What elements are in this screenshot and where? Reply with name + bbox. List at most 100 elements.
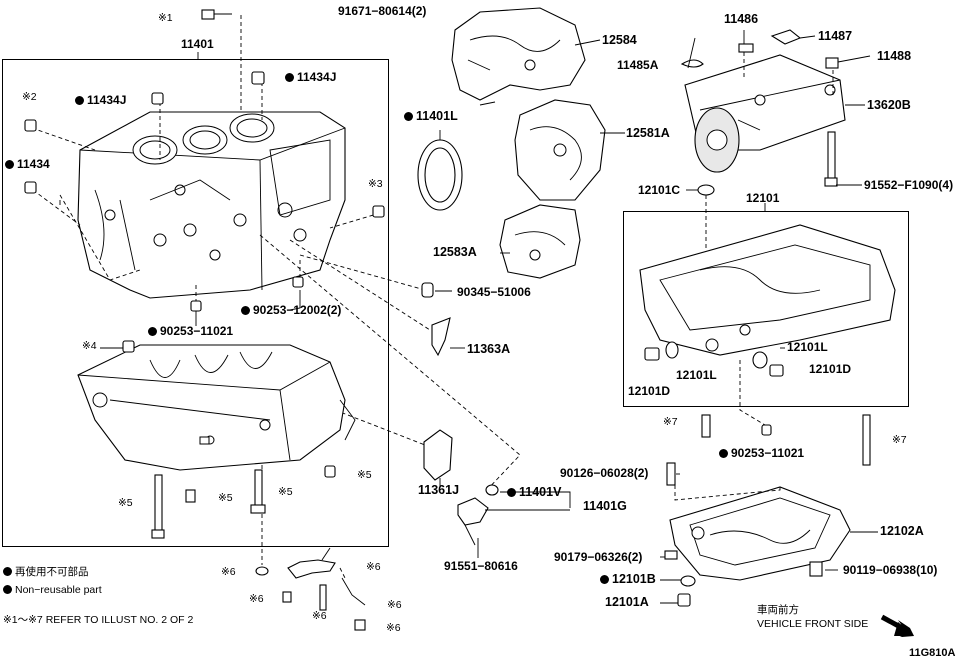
frame-label-12101: 12101 [746,191,780,205]
frame-label-11401: 11401 [181,37,214,51]
timing-cover-12581A [514,99,606,201]
part-11363A: 11363A [467,342,511,356]
part-13620B: 13620B [867,98,911,112]
part-11361J: 11361J [418,483,460,497]
part-91551: 91551−80616 [444,559,518,573]
part-note5-b: ※5 [218,492,233,504]
cylinder-block-frame [2,59,389,547]
part-12101A: 12101A [605,595,649,609]
non-reusable-dot [5,160,14,169]
non-reusable-dot [241,306,250,315]
part-12101L-a: 12101L [787,340,828,354]
part-11485A: 11485A [617,58,659,72]
part-note7-b: ※7 [892,434,907,446]
part-90126: 90126−06028(2) [560,466,649,480]
balancer-small-parts [680,29,839,187]
stud-90126 [666,462,676,486]
part-12101L-b: 12101L [676,368,717,382]
non-reusable-dot [285,73,294,82]
vehicle-front-en: VEHICLE FRONT SIDE [757,618,869,630]
sensor-11401G [457,497,489,526]
part-12101B: 12101B [600,573,656,586]
plug-90345 [421,282,434,298]
bolt-90119 [809,561,823,577]
part-12581A: 12581A [626,126,670,140]
part-note5-a: ※5 [357,469,372,481]
part-90253-12002: 90253−12002(2) [241,304,341,317]
non-reusable-dot [148,327,157,336]
part-11401G: 11401G [583,499,627,513]
o-ring-11401V [485,484,499,496]
part-12101D-a: 12101D [809,362,852,376]
part-11434: 11434 [5,158,50,171]
part-note6-e: ※6 [312,610,327,622]
plug-90253-b [761,424,772,436]
gasket-12101B [680,575,696,587]
part-90253-11021-a: 90253−11021 [148,325,233,338]
oil-pan-frame [623,211,909,407]
non-reusable-dot [600,575,609,584]
part-11401V: 11401V [507,486,561,499]
part-12102A: 12102A [880,524,924,538]
part-note7-a: ※7 [663,416,678,428]
part-90253-11021-b: 90253−11021 [719,447,804,460]
oil-pan-upper-illustration [639,224,896,356]
part-note6-f: ※6 [386,622,401,634]
part-90119: 90119−06938(10) [843,563,938,577]
part-note6-a: ※6 [221,566,236,578]
part-11487: 11487 [818,29,853,43]
part-note6-b: ※6 [366,561,381,573]
part-note2: ※2 [22,91,37,103]
nut-90179 [664,550,678,560]
cylinder-block-illustration [77,111,346,299]
legend-non-reusable-en: Non−reusable part [3,584,102,597]
oil-pan-lower-illustration [669,486,851,581]
bracket-11363A [431,317,451,357]
non-reusable-dot [719,449,728,458]
plug-12101A [677,593,691,607]
balance-shaft-illustration [684,54,846,173]
part-note1: ※1 [158,12,173,24]
non-reusable-dot [404,112,413,121]
part-12583A: 12583A [433,245,477,259]
part-90345: 90345−51006 [457,285,531,299]
part-12101C: 12101C [638,183,681,197]
note6-parts [255,547,366,631]
part-note5-d: ※5 [118,497,133,509]
timing-cover-12583A [499,204,581,279]
oil-seal-illustration [417,139,463,211]
timing-cover-12584 [451,7,586,101]
bolt-7b [862,414,871,466]
crankcase-illustration [77,344,356,471]
part-11401L: 11401L [404,110,458,123]
part-11434J-left: 11434J [75,94,126,107]
legend-non-reusable-jp: 再使用不可部品 [3,566,89,579]
bolts [151,9,266,539]
drain-plugs [644,341,784,377]
part-note5-c: ※5 [278,486,293,498]
vehicle-front-jp: 車両前方 [757,604,799,616]
non-reusable-dot [507,488,516,497]
non-reusable-dot [75,96,84,105]
diagram-id: 11G810A [909,647,956,659]
part-12101D-b: 12101D [628,384,671,398]
part-91552: 91552−F1090(4) [864,178,954,192]
o-ring-illustration [697,184,715,196]
dowel-pins [24,71,385,478]
part-12584: 12584 [602,33,637,47]
part-note6-d: ※6 [387,599,402,611]
cover-11361J [423,429,453,481]
non-reusable-dot [3,567,12,576]
non-reusable-dot [3,585,12,594]
part-11488: 11488 [877,49,912,63]
legend-refer-note: ※1〜※7 REFER TO ILLUST NO. 2 OF 2 [3,614,194,626]
part-note6-c: ※6 [249,593,264,605]
part-90179: 90179−06326(2) [554,550,643,564]
part-note4: ※4 [82,340,97,352]
part-11486: 11486 [724,12,759,26]
bolt-7a [701,414,711,438]
part-91671: 91671−80614(2) [338,4,427,18]
part-11434J-top: 11434J [285,71,336,84]
